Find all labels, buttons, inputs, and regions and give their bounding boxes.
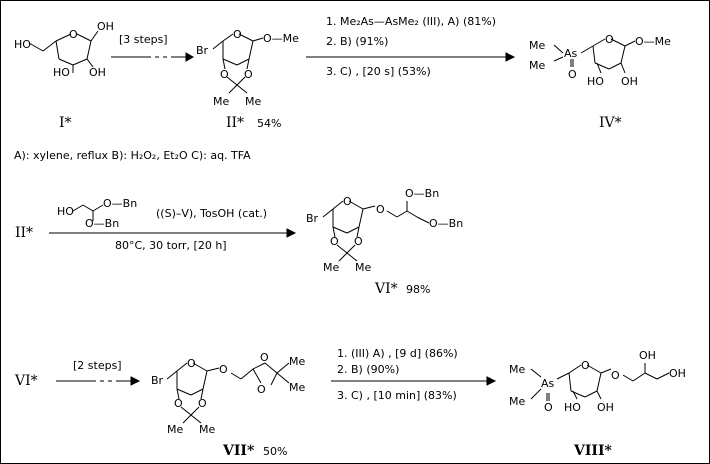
atom-label: O bbox=[257, 383, 266, 396]
structure-compound-VIII bbox=[530, 363, 670, 401]
atom-label: HO bbox=[14, 38, 31, 51]
atom-label: As bbox=[564, 47, 578, 60]
scheme2-reagents: ((S)–V), TosOH (cat.) bbox=[156, 207, 267, 220]
atom-label: Me bbox=[289, 355, 305, 368]
step-label-3: [2 steps] bbox=[73, 359, 122, 372]
atom-label: O bbox=[611, 369, 620, 382]
atom-label: O—Bn bbox=[103, 197, 137, 210]
atom-label: Me bbox=[167, 423, 183, 436]
atom-label: HO bbox=[53, 66, 70, 79]
atom-label: OH bbox=[597, 401, 614, 414]
compound-label-II: II* bbox=[226, 115, 244, 131]
step-label-1: [3 steps] bbox=[119, 33, 168, 46]
atom-label: Me bbox=[289, 381, 305, 394]
atom-label: Me bbox=[355, 261, 371, 274]
atom-label: O—Me bbox=[635, 35, 671, 48]
structure-compound-II bbox=[212, 33, 264, 94]
atom-label: Me bbox=[529, 39, 545, 52]
atom-label: O bbox=[219, 363, 228, 376]
atom-label: O bbox=[174, 397, 183, 410]
condition-line-1: 1. Me₂As—AsMe₂ (III), A) (81%) bbox=[326, 15, 496, 28]
atom-label: OH bbox=[639, 349, 656, 362]
structure-compound-IV bbox=[553, 38, 636, 74]
atom-label: O bbox=[343, 195, 352, 208]
atom-label: O bbox=[233, 28, 242, 41]
atom-label: O bbox=[69, 28, 78, 41]
atom-label: Me bbox=[213, 95, 229, 108]
arrow-scheme3-step bbox=[56, 376, 141, 386]
atom-label: Me bbox=[509, 395, 525, 408]
atom-label: O—Bn bbox=[85, 217, 119, 230]
structure-reagent-V bbox=[72, 204, 104, 221]
atom-label: O bbox=[244, 68, 253, 81]
atom-label: OH bbox=[621, 75, 638, 88]
condition-line-3: 3. C) , [10 min] (83%) bbox=[337, 389, 457, 402]
arrow-step1 bbox=[111, 52, 195, 62]
compound-label-VII: VII* bbox=[222, 443, 255, 459]
atom-label: O bbox=[330, 235, 339, 248]
structure-compound-VI bbox=[322, 200, 430, 262]
conditions-legend: A): xylene, reflux B): H₂O₂, Et₂O C): aq… bbox=[14, 149, 251, 162]
atom-label: Br bbox=[196, 44, 209, 57]
atom-label: HO bbox=[564, 401, 581, 414]
atom-label: O—Bn bbox=[429, 217, 463, 230]
structure-compound-I bbox=[28, 30, 99, 73]
yield-VII: 50% bbox=[263, 445, 287, 458]
atom-label: Me bbox=[509, 363, 525, 376]
condition-line-3: 3. C) , [20 s] (53%) bbox=[326, 65, 431, 78]
condition-line-2: 2. B) (91%) bbox=[326, 35, 388, 48]
arrow-scheme1-main bbox=[306, 52, 516, 62]
atom-label: HO bbox=[57, 205, 74, 218]
atom-label: OH bbox=[669, 367, 686, 380]
atom-label: O bbox=[198, 397, 207, 410]
atom-label: O bbox=[544, 401, 553, 414]
arrow-scheme3-main bbox=[331, 376, 497, 386]
structure-compound-VII bbox=[166, 362, 290, 424]
atom-label: O bbox=[568, 68, 577, 81]
atom-label: O bbox=[376, 203, 385, 216]
compound-label-VIII: VIII* bbox=[573, 443, 613, 459]
scheme2-conditions: 80°C, 30 torr, [20 h] bbox=[115, 239, 227, 252]
atom-label: OH bbox=[89, 66, 106, 79]
atom-label: Br bbox=[151, 374, 164, 387]
compound-label-II-start: II* bbox=[15, 225, 33, 241]
condition-line-1: 1. (III) A) , [9 d] (86%) bbox=[337, 347, 458, 360]
atom-label: O bbox=[581, 359, 590, 372]
arrow-scheme2 bbox=[49, 228, 297, 238]
yield-VI: 98% bbox=[406, 283, 430, 296]
atom-label: O—Me bbox=[263, 32, 299, 45]
atom-label: Me bbox=[529, 59, 545, 72]
atom-label: O bbox=[220, 68, 229, 81]
atom-label: As bbox=[541, 377, 555, 390]
atom-label: Br bbox=[306, 212, 319, 225]
atom-label: HO bbox=[587, 75, 604, 88]
atom-label: Me bbox=[199, 423, 215, 436]
compound-label-I: I* bbox=[59, 115, 72, 131]
atom-label: O bbox=[605, 33, 614, 46]
atom-label: O—Bn bbox=[405, 187, 439, 200]
condition-line-2: 2. B) (90%) bbox=[337, 363, 399, 376]
atom-label: Me bbox=[323, 261, 339, 274]
atom-label: O bbox=[187, 357, 196, 370]
yield-II: 54% bbox=[257, 117, 281, 130]
atom-label: Me bbox=[245, 95, 261, 108]
compound-label-VI-start: VI* bbox=[14, 373, 38, 389]
atom-label: O bbox=[260, 351, 269, 364]
compound-label-IV: IV* bbox=[599, 115, 622, 131]
compound-label-VI: VI* bbox=[374, 281, 398, 297]
atom-label: O bbox=[354, 235, 363, 248]
atom-label: OH bbox=[97, 20, 114, 33]
